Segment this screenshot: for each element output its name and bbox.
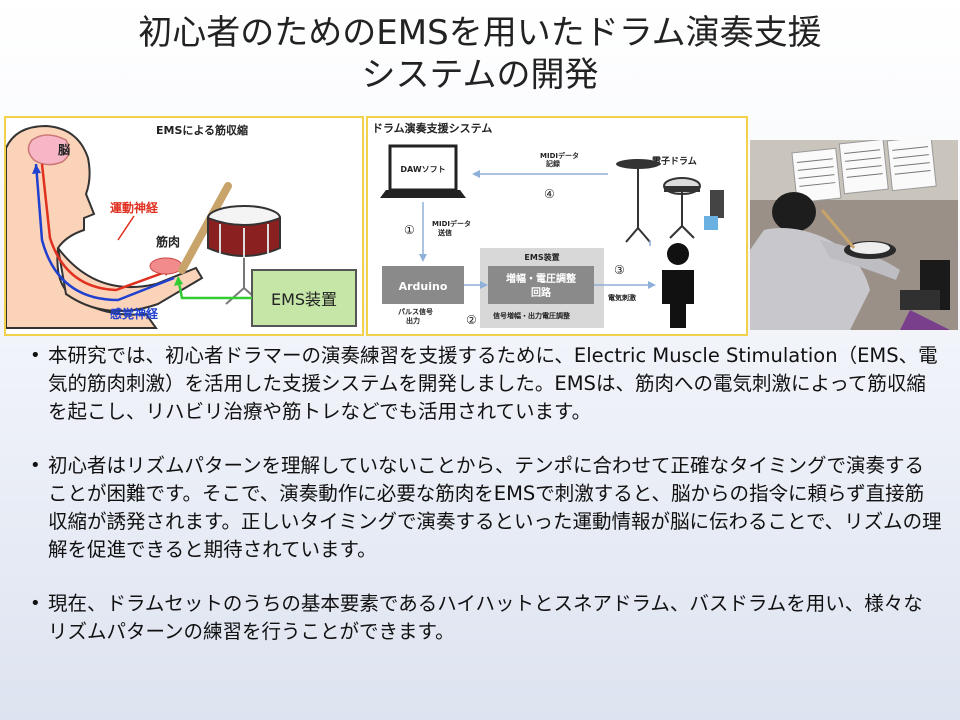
- system-diagram-figure: ドラム演奏支援システム DAWソフト MIDIデータ 記録 ④ 電子ドラム ① …: [366, 116, 748, 336]
- pulse-label-1: パルス信号: [398, 307, 433, 316]
- body-bullets: 本研究では、初心者ドラマーの演奏練習を支援するために、Electric Musc…: [30, 342, 942, 672]
- drummer-photo: [750, 140, 958, 330]
- sensory-nerve-label: 感覚神経: [110, 306, 159, 321]
- bullet-item: 本研究では、初心者ドラマーの演奏練習を支援するために、Electric Musc…: [30, 342, 942, 426]
- motor-nerve-label: 運動神経: [110, 200, 159, 215]
- amplifier-label-1: 増幅・電圧調整: [506, 272, 576, 285]
- stimulation-label: 電気刺激: [608, 293, 636, 302]
- edrum-label: 電子ドラム: [652, 156, 697, 167]
- daw-label: DAWソフト: [400, 165, 445, 174]
- ems-device-box: [251, 269, 357, 327]
- bullet-item: 現在、ドラムセットのうちの基本要素であるハイハットとスネアドラム、バスドラムを用…: [30, 590, 942, 646]
- midi-record-label-2: 記録: [546, 159, 561, 168]
- motor-nerve-path: [40, 163, 172, 292]
- arduino-label: Arduino: [399, 280, 448, 293]
- system-figure-heading: ドラム演奏支援システム: [372, 121, 492, 135]
- title-line-2: システムの開発: [361, 55, 599, 95]
- brain-shape: [27, 134, 70, 166]
- sheet-music: [791, 140, 937, 204]
- kick-pad: [710, 190, 724, 218]
- drum-stick: [178, 182, 232, 274]
- ems-contraction-figure: EMSによる筋収縮 脳 運動神経 筋肉 感覚神経 EMS装置: [4, 116, 364, 336]
- sensory-nerve-path: [34, 163, 175, 302]
- arduino-box: [382, 266, 464, 304]
- person-icon-body: [662, 270, 694, 328]
- person-head: [772, 192, 816, 232]
- step-1-label: ①: [404, 223, 415, 237]
- slide-title: 初心者のためのEMSを用いたドラム演奏支援 システムの開発: [0, 12, 960, 96]
- title-line-1: 初心者のためのEMSを用いたドラム演奏支援: [138, 13, 822, 53]
- step-4-label: ④: [544, 187, 555, 201]
- bullet-item: 初心者はリズムパターンを理解していないことから、テンポに合わせて正確なタイミング…: [30, 452, 942, 564]
- ems-device-label: EMS装置: [271, 290, 337, 309]
- arm-shape: [57, 247, 204, 313]
- ems-group-label: EMS装置: [524, 252, 559, 262]
- muscle-label: 筋肉: [155, 234, 180, 249]
- step-2-label: ②: [466, 313, 477, 327]
- laptop-base: [380, 190, 466, 198]
- step-3-label: ③: [614, 263, 625, 277]
- midi-send-label-1: MIDIデータ: [432, 219, 471, 228]
- midi-send-label-2: 送信: [437, 228, 452, 237]
- amplifier-caption: 信号増幅・出力電圧調整: [493, 311, 570, 320]
- pulse-label-2: 出力: [406, 316, 420, 325]
- amplifier-label-2: 回路: [531, 286, 552, 299]
- amplifier-box: [488, 266, 594, 304]
- brain-label: 脳: [58, 142, 70, 157]
- midi-record-label-1: MIDIデータ: [540, 151, 579, 160]
- ems-figure-heading: EMSによる筋収縮: [156, 123, 248, 137]
- muscle-shape: [149, 257, 183, 275]
- person-icon-head: [667, 243, 689, 265]
